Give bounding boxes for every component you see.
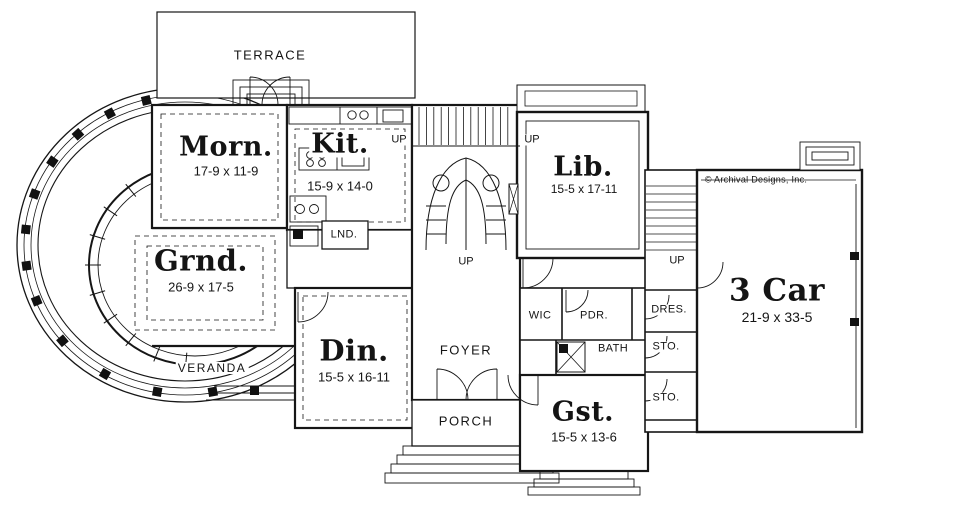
room-label-kit: Kit. <box>309 128 371 160</box>
room-label-sto-lower: STO. <box>650 391 682 404</box>
dims-label-morn: 17-9 x 11-9 <box>191 163 261 179</box>
room-label-morn: Morn. <box>177 131 275 163</box>
terrace-outline <box>156 11 416 121</box>
room-label-gst: Gst. <box>549 396 617 428</box>
dims-label-din: 15-5 x 16-11 <box>315 369 393 385</box>
copyright-text: © Archival Designs, Inc. <box>704 174 808 185</box>
room-label-lib: Lib. <box>551 151 615 183</box>
dims-label-gst: 15-5 x 13-6 <box>549 429 619 445</box>
room-label-porch: PORCH <box>436 413 496 429</box>
garage-parapet <box>799 141 861 171</box>
room-label-terrace: TERRACE <box>231 47 309 63</box>
room-label-lnd: LND. <box>328 228 360 241</box>
room-label-grnd: Grnd. <box>151 243 251 278</box>
room-label-pdr: PDR. <box>578 309 610 322</box>
room-label-foyer: FOYER <box>437 342 495 358</box>
stair-label-up-top-right: UP <box>523 133 541 146</box>
curved-stair <box>425 157 507 251</box>
room-label-sto-upper: STO. <box>650 340 682 353</box>
room-label-dres: DRES. <box>649 303 689 316</box>
veranda-posts <box>20 94 259 397</box>
dims-label-grnd: 26-9 x 17-5 <box>166 279 236 295</box>
room-label-din: Din. <box>317 333 391 368</box>
dims-label-kit: 15-9 x 14-0 <box>305 178 375 194</box>
room-label-garage: 3 Car <box>727 272 827 309</box>
dims-label-lib: 15-5 x 17-11 <box>548 182 620 196</box>
gst-steps <box>527 470 641 496</box>
stair-label-up-top-left: UP <box>390 133 408 146</box>
dims-label-garage: 21-9 x 33-5 <box>739 309 815 325</box>
ceiling-dashed <box>134 113 408 421</box>
stair-label-up-center: UP <box>457 255 475 268</box>
room-label-veranda: VERANDA <box>175 361 249 375</box>
room-label-bath: BATH <box>595 342 631 355</box>
room-label-wic: WIC <box>526 309 554 322</box>
stair-label-up-right: UP <box>668 254 686 267</box>
